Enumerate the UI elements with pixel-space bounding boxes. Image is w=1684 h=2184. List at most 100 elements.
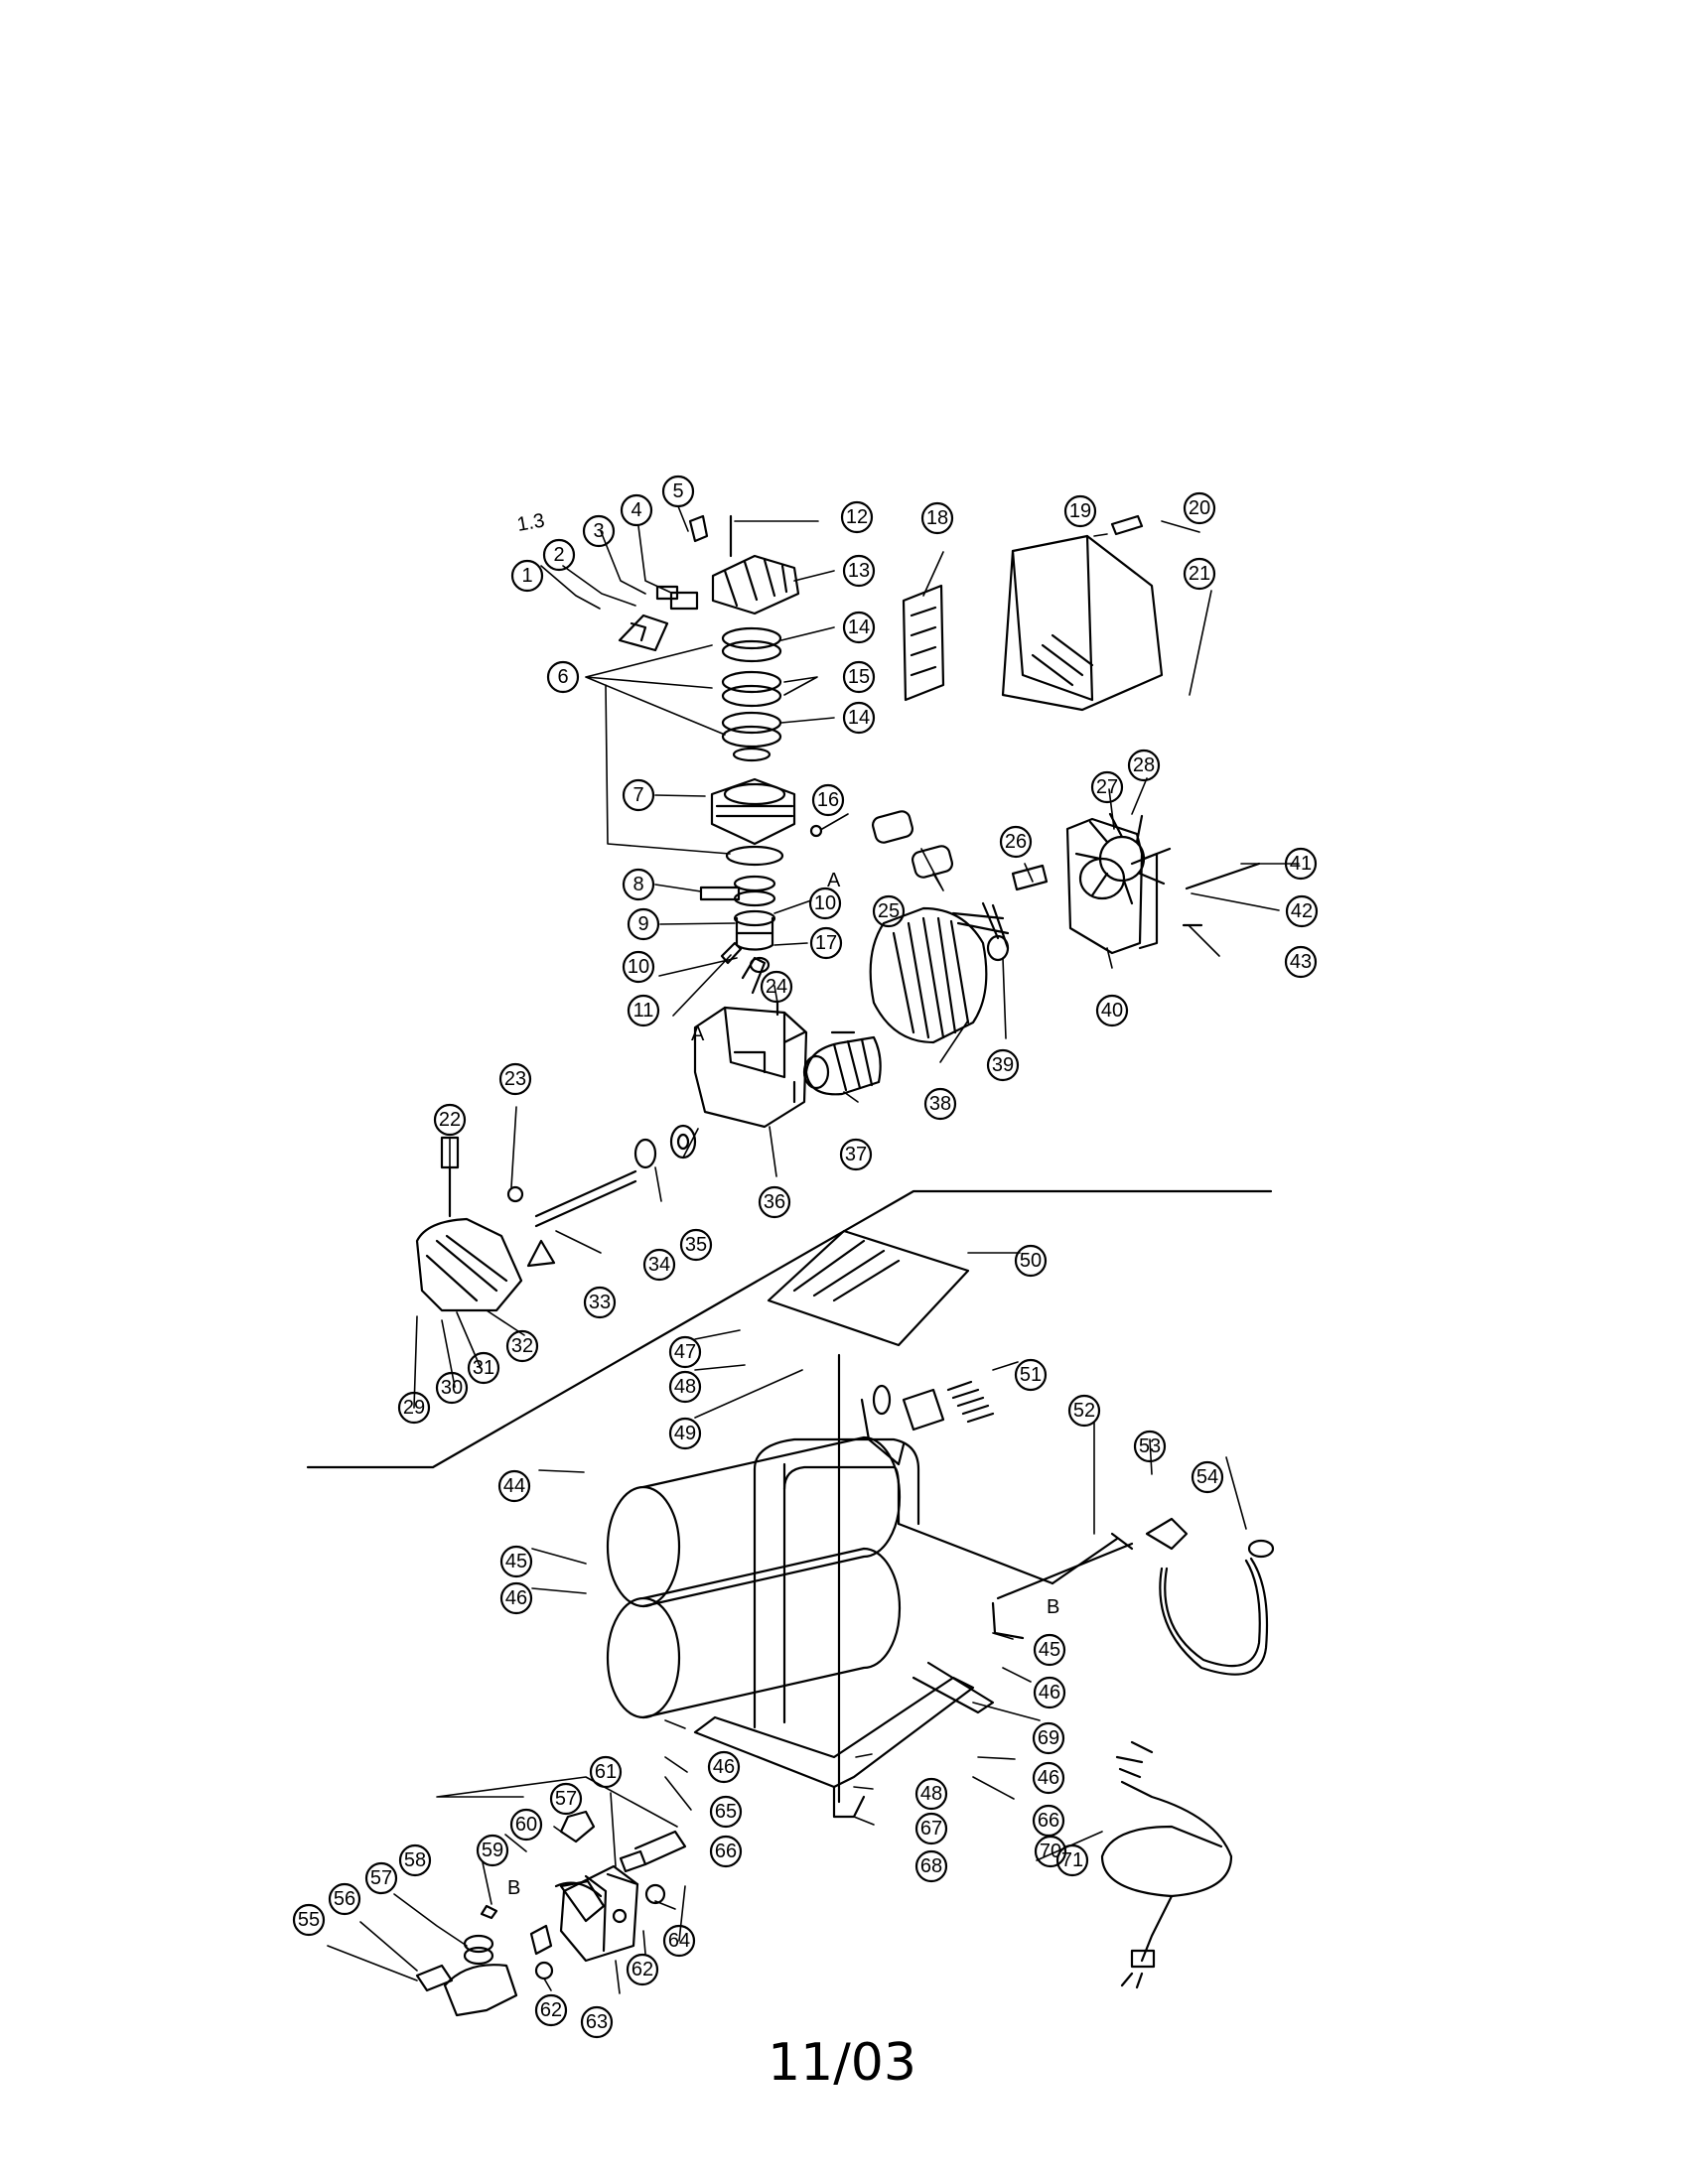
callout-labels: 1 2 3 4 5 6 7 8 9 10 10 11 12 13 14 14 1…: [298, 480, 1313, 2033]
pump-head-group: [618, 514, 823, 1129]
callout-58: 58: [404, 1849, 426, 1871]
callout-9: 9: [637, 913, 648, 935]
callout-27: 27: [1096, 776, 1118, 798]
callout-57: 57: [555, 1788, 577, 1810]
connection-markers: A A B B 1.3: [507, 509, 1059, 1899]
callout-19: 19: [1069, 500, 1091, 522]
callout-45b: 45: [1039, 1639, 1060, 1661]
callout-21: 21: [1189, 563, 1210, 585]
callout-63: 63: [586, 2011, 608, 2033]
callout-46d: 46: [1038, 1767, 1059, 1789]
callout-66b: 66: [1038, 1810, 1059, 1832]
callout-40: 40: [1101, 1000, 1123, 1022]
callout-64: 64: [668, 1930, 690, 1952]
callout-20: 20: [1189, 497, 1210, 519]
callout-46: 46: [505, 1587, 527, 1609]
callout-22: 22: [439, 1109, 461, 1131]
callout-30: 30: [441, 1377, 463, 1399]
callout-66: 66: [715, 1841, 737, 1862]
callout-53: 53: [1139, 1435, 1161, 1457]
callout-56: 56: [334, 1888, 355, 1910]
tank-frame-group: [606, 1435, 1134, 1819]
manifold-group: [415, 1810, 687, 2017]
callout-29: 29: [403, 1397, 425, 1419]
callout-3: 3: [593, 520, 604, 542]
callout-12: 12: [846, 506, 868, 528]
callout-33: 33: [589, 1292, 611, 1313]
callout-43: 43: [1290, 951, 1312, 973]
callout-28: 28: [1133, 754, 1155, 776]
callout-57b: 57: [370, 1867, 392, 1889]
callout-37: 37: [845, 1144, 867, 1165]
callout-7: 7: [632, 784, 643, 806]
leader-lines: [327, 505, 1300, 1994]
callout-10b: 10: [814, 892, 836, 914]
marker-b-hose: B: [1047, 1596, 1059, 1618]
base-group: [767, 1229, 995, 1804]
callout-8: 8: [632, 874, 643, 895]
callout-59: 59: [482, 1840, 503, 1861]
callout-14: 14: [848, 616, 870, 638]
callout-62b: 62: [632, 1959, 653, 1980]
crank-group: [415, 1124, 697, 1312]
callout-18: 18: [926, 507, 948, 529]
shroud-group: [902, 514, 1164, 712]
callout-23: 23: [504, 1068, 526, 1090]
callout-52: 52: [1073, 1400, 1095, 1422]
callout-11: 11: [633, 1000, 654, 1022]
callout-16: 16: [817, 789, 839, 811]
callout-54: 54: [1196, 1466, 1218, 1488]
callout-24: 24: [766, 976, 787, 998]
callout-69: 69: [1038, 1727, 1059, 1749]
callout-31: 31: [473, 1357, 494, 1379]
stray-mark: 1.3: [515, 509, 546, 535]
callout-50: 50: [1020, 1250, 1042, 1272]
callout-51: 51: [1020, 1364, 1042, 1386]
callout-68: 68: [920, 1855, 942, 1877]
callout-32: 32: [511, 1335, 533, 1357]
marker-a-upper: A: [827, 870, 841, 891]
hose-group: [991, 1517, 1275, 1676]
callout-49: 49: [674, 1423, 696, 1444]
callout-circles: [292, 475, 1319, 2039]
callout-38: 38: [929, 1093, 951, 1115]
callout-14b: 14: [848, 707, 870, 729]
callout-5: 5: [672, 480, 683, 502]
callout-2: 2: [553, 544, 564, 566]
callout-61: 61: [595, 1761, 617, 1783]
callout-4: 4: [631, 499, 641, 521]
callout-13: 13: [848, 560, 870, 582]
callout-35: 35: [685, 1234, 707, 1256]
callout-46b: 46: [1039, 1682, 1060, 1704]
callout-67: 67: [920, 1818, 942, 1840]
callout-55: 55: [298, 1909, 320, 1931]
callout-6: 6: [557, 666, 568, 688]
callout-71: 71: [1061, 1849, 1083, 1871]
callout-10: 10: [628, 956, 649, 978]
callout-70: 70: [1040, 1841, 1061, 1862]
section-divider: [306, 1189, 1273, 1469]
callout-42: 42: [1291, 900, 1313, 922]
callout-45: 45: [505, 1551, 527, 1572]
marker-b-manifold: B: [507, 1877, 520, 1899]
callout-17: 17: [815, 932, 837, 954]
callout-62: 62: [540, 1999, 562, 2021]
parts-drawing: [292, 475, 1319, 2039]
callout-48: 48: [674, 1376, 696, 1398]
callout-46c: 46: [713, 1756, 735, 1778]
callout-15: 15: [848, 666, 870, 688]
footer-date: 11/03: [768, 2033, 916, 2093]
callout-25: 25: [878, 900, 900, 922]
motor-group: [802, 810, 1261, 1096]
callout-26: 26: [1005, 831, 1027, 853]
callout-65: 65: [715, 1801, 737, 1823]
power-cord-group: [1100, 1740, 1233, 1989]
callout-34: 34: [648, 1254, 670, 1276]
callout-1: 1: [521, 565, 532, 587]
callout-44: 44: [503, 1475, 525, 1497]
callout-47: 47: [674, 1341, 696, 1363]
marker-a-lower: A: [691, 1024, 705, 1045]
callout-41: 41: [1290, 853, 1312, 875]
callout-60: 60: [515, 1814, 537, 1836]
